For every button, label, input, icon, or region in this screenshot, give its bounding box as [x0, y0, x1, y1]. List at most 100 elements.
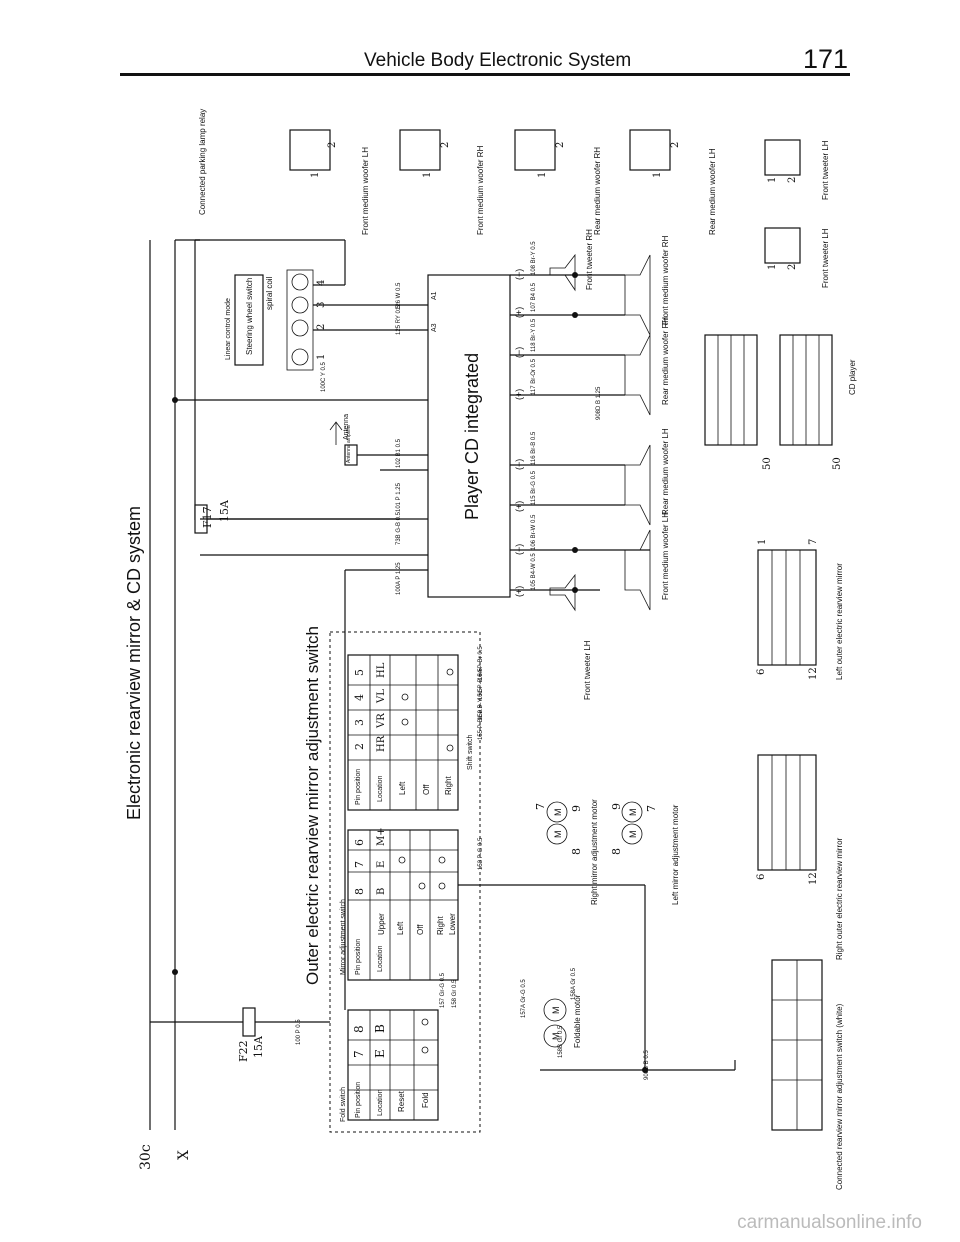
svg-text:Front tweeter LH: Front tweeter LH	[821, 140, 830, 200]
svg-text:Rear medium woofer RH: Rear medium woofer RH	[593, 147, 602, 235]
svg-text:F22: F22	[237, 1040, 250, 1062]
svg-text:108 Br-Y 0.5: 108 Br-Y 0.5	[531, 241, 537, 275]
svg-text:Front tweeter RH: Front tweeter RH	[585, 229, 594, 290]
svg-text:Off: Off	[422, 784, 431, 795]
svg-text:HR: HR	[376, 735, 387, 752]
svg-text:7: 7	[353, 861, 366, 868]
svg-text:E: E	[373, 1049, 387, 1058]
svg-text:115 Br-G 0.5: 115 Br-G 0.5	[531, 470, 537, 505]
svg-text:(−): (−)	[514, 544, 524, 555]
svg-text:6: 6	[353, 839, 366, 846]
parking-relay-label: Connected parking lamp relay	[198, 109, 207, 215]
speaker-outputs: (+) (−) (+) (−) (+) (−) (+) (−) 105 B4-W…	[510, 241, 650, 597]
svg-text:A3: A3	[431, 323, 438, 332]
svg-text:151 P-B 0.5: 151 P-B 0.5	[478, 668, 484, 700]
main-title: Electronic rearview mirror & CD system	[124, 506, 144, 820]
svg-text:(+): (+)	[514, 307, 524, 318]
svg-text:12: 12	[808, 872, 819, 885]
rail-30c-label: 30c	[138, 1144, 154, 1170]
svg-text:Left mirror adjustment motor: Left mirror adjustment motor	[671, 804, 680, 905]
svg-text:12: 12	[808, 667, 819, 680]
foldable-motor: M M Foldable motor	[543, 994, 582, 1048]
svg-text:7: 7	[534, 803, 547, 810]
connector-left-outer-mirror: 6 12 1 7 Left outer electric rearview mi…	[756, 539, 844, 680]
svg-text:Front tweeter LH: Front tweeter LH	[821, 228, 830, 288]
fold-switch: Pin position Location Reset Fold 7 8 E B…	[340, 1009, 439, 1122]
svg-text:(+): (+)	[514, 586, 524, 597]
svg-text:(−): (−)	[514, 459, 524, 470]
svg-text:(−): (−)	[514, 347, 524, 358]
svg-text:6: 6	[756, 874, 767, 880]
svg-text:50: 50	[832, 457, 843, 470]
svg-text:7: 7	[808, 539, 819, 545]
svg-text:157 Gr-G 0.5: 157 Gr-G 0.5	[440, 972, 446, 1008]
svg-text:Front medium woofer LH: Front medium woofer LH	[661, 512, 670, 600]
svg-text:Pin position: Pin position	[355, 1082, 362, 1118]
svg-text:Mirror adjustment switch: Mirror adjustment switch	[340, 899, 347, 975]
svg-text:4: 4	[353, 694, 366, 701]
svg-text:Front medium woofer RH: Front medium woofer RH	[476, 145, 485, 235]
svg-text:Right mirror adjustment motor: Right mirror adjustment motor	[590, 799, 599, 905]
svg-text:(+): (+)	[514, 389, 524, 400]
svg-text:152 P-Y 0.5: 152 P-Y 0.5	[478, 688, 484, 720]
svg-text:15A: 15A	[252, 1035, 265, 1058]
section-title: Vehicle Body Electronic System	[364, 50, 632, 71]
speaker-front-medium-woofer-rh: Front medium woofer RH	[624, 235, 670, 336]
svg-text:Front medium woofer LH: Front medium woofer LH	[361, 147, 370, 235]
svg-text:157A Gr-G 0.5: 157A Gr-G 0.5	[521, 979, 527, 1018]
svg-text:8: 8	[353, 888, 366, 895]
svg-text:Pin position: Pin position	[355, 769, 362, 805]
svg-text:Right: Right	[436, 916, 445, 935]
svg-text:1: 1	[767, 177, 778, 183]
svg-text:Location: Location	[377, 775, 384, 802]
svg-text:125 RY 0.5: 125 RY 0.5	[396, 305, 402, 335]
svg-text:VR: VR	[376, 713, 387, 729]
power-rails: 30c X	[138, 239, 200, 1170]
svg-text:8: 8	[610, 848, 623, 855]
svg-text:Rear medium woofer RH: Rear medium woofer RH	[661, 317, 670, 405]
svg-text:(−): (−)	[514, 269, 524, 280]
svg-text:117 Br-Or 0.5: 117 Br-Or 0.5	[531, 358, 537, 395]
svg-text:9: 9	[610, 803, 623, 810]
svg-text:73B G-B 0.5: 73B G-B 0.5	[396, 511, 402, 545]
svg-text:1: 1	[757, 539, 768, 545]
connector-rear-medium-woofer-lh: 1 2 Rear medium woofer LH	[629, 129, 717, 235]
svg-text:Pin position: Pin position	[355, 939, 362, 975]
svg-text:50: 50	[762, 457, 773, 470]
shift-switch: Pin position Location Left Off Right 2 3…	[347, 654, 474, 811]
svg-text:M: M	[628, 831, 638, 839]
svg-text:M: M	[553, 831, 563, 839]
svg-text:3: 3	[353, 719, 366, 726]
svg-text:E: E	[376, 861, 387, 868]
svg-text:Right outer electric rearview: Right outer electric rearview mirror	[835, 837, 844, 960]
svg-text:Location: Location	[377, 1089, 384, 1116]
svg-text:4: 4	[316, 280, 327, 286]
svg-text:105 B4-W 0.5: 105 B4-W 0.5	[531, 553, 537, 590]
svg-text:spiral coil: spiral coil	[265, 276, 274, 310]
speaker-front-tweeter-rh: Front tweeter RH	[549, 229, 594, 292]
connector-rear-medium-woofer-rh: 1 2 Rear medium woofer RH	[514, 129, 602, 235]
svg-text:Fold: Fold	[421, 1092, 430, 1108]
svg-text:Location: Location	[377, 945, 384, 972]
right-mirror-adjustment-motor: M M 7 8 9 Right mirror adjustment motor	[534, 799, 599, 905]
svg-text:1: 1	[422, 172, 433, 178]
svg-text:M: M	[551, 1033, 561, 1041]
svg-text:CD player: CD player	[848, 359, 857, 395]
svg-text:126 W 0.5: 126 W 0.5	[396, 282, 402, 310]
fuse-f17: F17 15A	[194, 499, 231, 534]
svg-text:5: 5	[353, 669, 366, 676]
svg-text:155 P-B1 0.5: 155 P-B1 0.5	[478, 704, 484, 740]
connector-front-tweeter-lh-a: 1 2 Front tweeter LH	[764, 139, 830, 200]
svg-text:Antenna: Antenna	[343, 414, 350, 440]
svg-text:F17: F17	[201, 506, 214, 528]
svg-text:158B Gr 0.5: 158B Gr 0.5	[558, 1025, 564, 1058]
connector-mirror-adjustment-switch: Connected rearview mirror adjustment swi…	[771, 959, 844, 1190]
page-header: Vehicle Body Electronic System 171	[120, 40, 850, 78]
svg-text:VL: VL	[376, 689, 387, 704]
switch-wire-labels: 100 P 0.5 157 Gr-G 0.5 158 Gr 0.5 157A G…	[296, 646, 650, 1080]
svg-text:Fold switch: Fold switch	[340, 1087, 347, 1122]
antenna: Antenna amplifier Antenna	[329, 414, 428, 466]
svg-text:1: 1	[310, 172, 321, 178]
svg-text:1: 1	[652, 172, 663, 178]
